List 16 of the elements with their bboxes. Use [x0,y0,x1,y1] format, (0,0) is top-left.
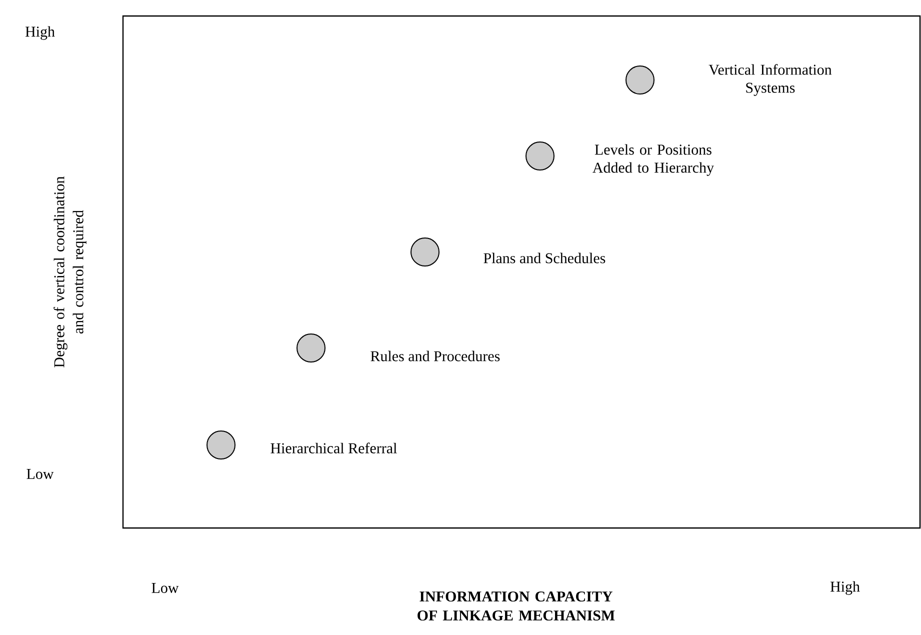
point-label: Hierarchical Referral [270,442,397,454]
axis-label: High [25,26,55,40]
point-label: Vertical Information Systems [708,64,832,96]
axis-label: High [830,581,860,595]
axis-label: Low [26,469,54,479]
point-label: Rules and Procedures [370,350,500,362]
data-point [206,430,236,460]
point-label: Plans and Schedules [484,252,606,264]
axis-title: Degree of vertical coordination and control required [54,176,86,368]
data-point [410,238,440,266]
data-point [526,142,554,170]
axis-title: INFORMATION CAPACITY OF LINKAGE MECHANISM [418,591,615,621]
axis-label: Low [152,583,179,593]
point-label: Levels or Positions Added to Hierarchy [592,144,714,176]
data-point [626,66,654,94]
data-point [296,334,326,362]
